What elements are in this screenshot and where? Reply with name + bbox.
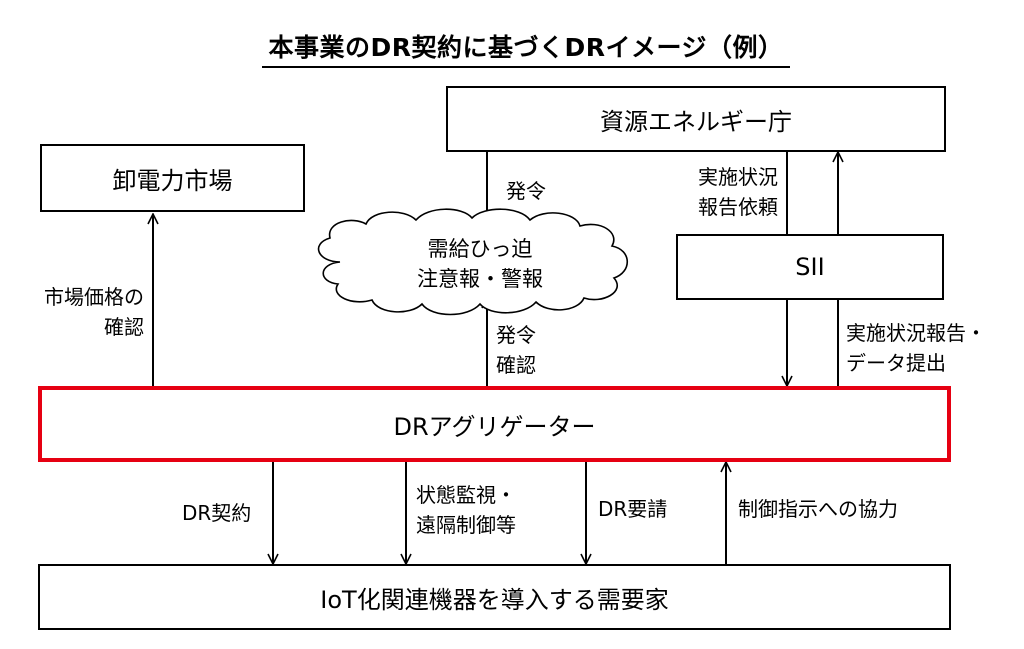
sii-box: SII: [676, 234, 944, 300]
title-underline: [262, 66, 790, 68]
label-monitoring-2: 遠隔制御等: [416, 513, 516, 537]
label-control-cooperation: 制御指示への協力: [738, 497, 898, 521]
cloud-label-line1: 需給ひっ迫: [427, 237, 533, 261]
cloud-shape: [317, 208, 629, 316]
label-order-confirm-1: 発令: [496, 323, 536, 347]
cloud-label: 需給ひっ迫 注意報・警報: [330, 234, 630, 294]
label-status-request-1: 実施状況: [698, 165, 778, 189]
label-status-report: 実施状況報告・ データ提出: [846, 318, 986, 378]
label-market-price: 市場価格の 確認: [26, 282, 144, 342]
consumer-box: IoT化関連機器を導入する需要家: [38, 564, 951, 630]
label-dr-request: DR要請: [598, 497, 668, 521]
wholesale-market-box: 卸電力市場: [40, 144, 305, 212]
label-dr-contract: DR契約: [182, 501, 252, 525]
cloud-label-line2: 注意報・警報: [417, 267, 543, 291]
label-order: 発令: [506, 179, 546, 203]
label-status-report-2: データ提出: [846, 351, 946, 375]
label-market-price-1: 市場価格の: [44, 285, 144, 309]
aggregator-box: DRアグリゲーター: [38, 386, 951, 462]
label-monitoring: 状態監視・ 遠隔制御等: [416, 480, 516, 540]
label-status-report-1: 実施状況報告・: [846, 321, 986, 345]
label-market-price-2: 確認: [104, 315, 144, 339]
label-monitoring-1: 状態監視・: [416, 483, 516, 507]
page-title: 本事業のDR契約に基づくDRイメージ（例）: [268, 33, 784, 62]
agency-box: 資源エネルギー庁: [446, 86, 946, 152]
label-order-confirm: 発令 確認: [496, 320, 536, 380]
label-status-request: 実施状況 報告依頼: [664, 162, 778, 222]
label-order-confirm-2: 確認: [496, 353, 536, 377]
label-status-request-2: 報告依頼: [698, 195, 778, 219]
